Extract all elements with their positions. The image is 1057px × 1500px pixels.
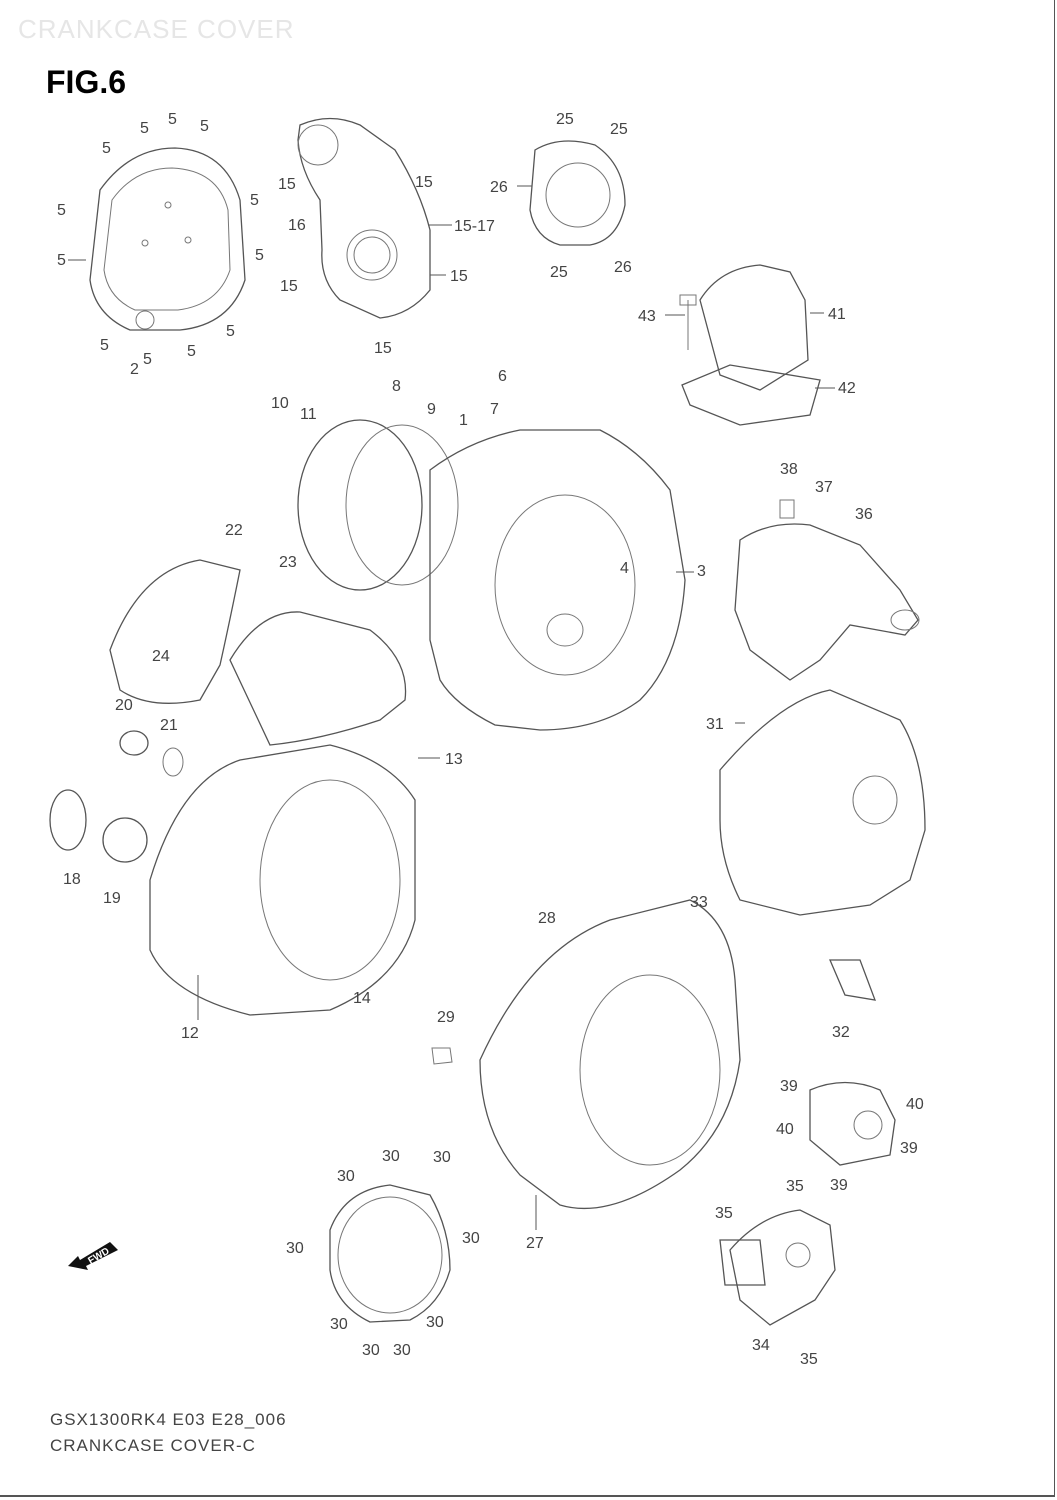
callout-35: 35 [715,1205,733,1222]
callout-2: 2 [130,361,139,378]
callout-26: 26 [614,259,632,276]
callout-5: 5 [57,252,66,269]
generator-cover-gasket [297,117,431,319]
callout-5: 5 [250,192,259,209]
callout-40: 40 [906,1096,924,1113]
callout-8: 8 [392,378,401,395]
drive-sprocket-cover [719,689,926,1001]
callout-27: 27 [526,1235,544,1252]
callout-25: 25 [610,121,628,138]
callout-23: 23 [279,554,297,571]
callout-14: 14 [353,990,371,1007]
callout-30: 30 [337,1168,355,1185]
clutch-cover [297,419,686,731]
callout-38: 38 [780,461,798,478]
callout-25: 25 [556,111,574,128]
callout-5: 5 [200,118,209,135]
callout-30: 30 [462,1230,480,1247]
callout-5: 5 [143,351,152,368]
callout-9: 9 [427,401,436,418]
callout-1: 1 [459,412,468,429]
faded-title: CRANKCASE COVER [18,14,295,44]
callout-35: 35 [800,1351,818,1368]
callout-18: 18 [63,871,81,888]
callout-24: 24 [152,648,170,665]
callout-35: 35 [786,1178,804,1195]
callout-3: 3 [697,563,706,580]
fwd-arrow-icon: FWD [68,1242,118,1270]
callout-13: 13 [445,751,463,768]
callout-39: 39 [780,1078,798,1095]
callout-15: 15 [374,340,392,357]
callout-7: 7 [490,401,499,418]
callout-4: 4 [620,560,629,577]
callout-20: 20 [115,697,133,714]
callout-31: 31 [706,716,724,733]
clutch-cover-gasket [89,147,246,331]
callout-15: 15 [278,176,296,193]
callout-21: 21 [160,717,178,734]
callout-16: 16 [288,217,306,234]
crankcase-cover-large [431,899,741,1210]
callout-5: 5 [57,202,66,219]
callout-42: 42 [838,380,856,397]
figure-label: FIG.6 [46,64,127,100]
callout-5: 5 [102,140,111,157]
callout-6: 6 [498,368,507,385]
callout-37: 37 [815,479,833,496]
callout-28: 28 [538,910,556,927]
callout-11: 11 [300,406,317,423]
cover-gasket-30 [329,1184,451,1323]
fwd-label: FWD [86,1246,111,1267]
leader-lines [68,185,835,1230]
callout-41: 41 [828,306,846,323]
callout-40: 40 [776,1121,794,1138]
signal-cover-gasket [529,140,626,246]
callout-32: 32 [832,1024,850,1041]
callout-15: 15 [450,268,468,285]
callout-12: 12 [181,1025,199,1042]
callout-19: 19 [103,890,121,907]
callout-26: 26 [490,179,508,196]
callout-30: 30 [382,1148,400,1165]
callout-5: 5 [255,247,264,264]
model-code: GSX1300RK4 E03 E28_006 [50,1410,287,1429]
section-title: CRANKCASE COVER-C [50,1436,256,1455]
callout-5: 5 [187,343,196,360]
callout-15: 15 [415,174,433,191]
callout-43: 43 [638,308,656,325]
oil-seal-parts [49,730,184,863]
callout-30: 30 [433,1149,451,1166]
callout-39: 39 [830,1177,848,1194]
callout-25: 25 [550,264,568,281]
callout-labels: 5 5 5 5 5 5 5 5 5 5 5 5 2 15 15 16 15-17… [57,111,924,1368]
callout-30: 30 [330,1316,348,1333]
gear-position-cover [734,499,920,681]
water-pump-cover-parts [719,1081,896,1326]
callout-33: 33 [690,894,708,911]
callout-39: 39 [900,1140,918,1157]
callout-15: 15 [280,278,298,295]
callout-5: 5 [100,337,109,354]
callout-22: 22 [225,522,243,539]
callout-30: 30 [393,1342,411,1359]
callout-5: 5 [140,120,149,137]
callout-34: 34 [752,1337,770,1354]
callout-30: 30 [426,1314,444,1331]
callout-29: 29 [437,1009,455,1026]
oil-plate-assembly [679,264,821,426]
callout-10: 10 [271,395,289,412]
callout-5: 5 [226,323,235,340]
starter-clutch-cover [109,559,416,1016]
callout-5: 5 [168,111,177,128]
callout-30: 30 [362,1342,380,1359]
callout-36: 36 [855,506,873,523]
callout-15-17: 15-17 [454,218,495,235]
callout-30: 30 [286,1240,304,1257]
